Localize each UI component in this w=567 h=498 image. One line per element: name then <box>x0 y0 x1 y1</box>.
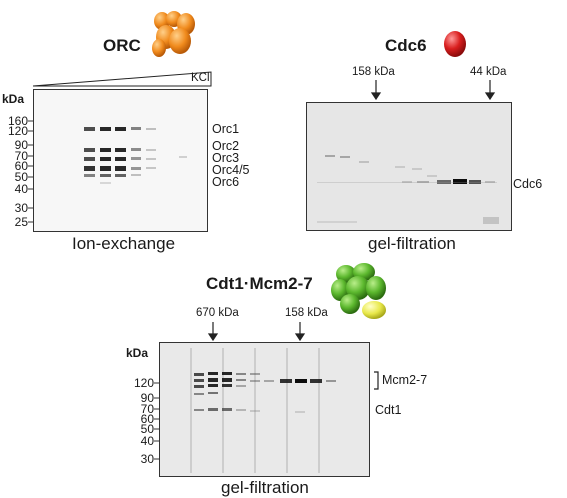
cdt1-size-marker: 158 kDa <box>285 307 328 319</box>
cdc6-gel-image <box>306 102 512 231</box>
kcl-label: KCl <box>191 72 210 84</box>
orc-caption: Ion-exchange <box>72 234 176 253</box>
cdc6-size-marker: 158 kDa <box>352 66 395 78</box>
orc-mw-marker: 50 <box>14 170 28 184</box>
cdt1-caption: gel-filtration <box>221 478 309 497</box>
orc-mw-marker: 70 <box>14 149 28 163</box>
orc-mw-marker: 30 <box>14 201 28 215</box>
cdc6-caption: gel-filtration <box>368 234 456 253</box>
mcm-complex-icon <box>331 263 386 319</box>
orc-mw-ticks <box>28 120 34 223</box>
cdc6-marker-arrows <box>370 80 496 101</box>
orc-band-label: Orc3 <box>212 151 240 165</box>
cdc6-title: Cdc6 <box>385 36 427 55</box>
orc-band-label: Orc1 <box>212 122 240 136</box>
mcm-bracket <box>374 371 379 390</box>
orc-title: ORC <box>103 36 141 55</box>
cdt1-mw-marker: 40 <box>140 434 154 448</box>
cdt1-band-label: Cdt1 <box>375 403 402 417</box>
cdt1-kda-unit: kDa <box>126 346 149 360</box>
cdc6-size-marker: 44 kDa <box>470 66 507 78</box>
cdc6-protein-icon <box>444 31 466 57</box>
orc-mw-marker: 160 <box>7 114 28 128</box>
cdt1-mw-marker: 60 <box>140 412 154 426</box>
cdt1-band-label: Mcm2-7 <box>382 373 428 387</box>
orc-gel-image <box>33 89 208 232</box>
orc-gel-bands <box>84 127 187 184</box>
kcl-gradient-wedge <box>32 71 212 87</box>
orc-mw-marker: 60 <box>14 159 28 173</box>
orc-kda-unit: kDa <box>2 92 25 106</box>
orc-band-label: Orc4/5 <box>212 163 250 177</box>
cdt1-mw-marker: 90 <box>140 391 154 405</box>
cdt1-mw-ticks <box>154 382 160 460</box>
cdt1-mw-marker: 120 <box>133 376 154 390</box>
cdt1-mw-marker: 30 <box>140 452 154 466</box>
orc-mw-marker: 25 <box>14 215 28 229</box>
orc-complex-icon <box>152 11 195 57</box>
cdt1-marker-arrows <box>207 322 306 342</box>
orc-band-label: Orc2 <box>212 139 240 153</box>
orc-mw-marker: 120 <box>7 124 28 138</box>
orc-band-label: Orc6 <box>212 175 240 189</box>
cdt1-mcm-title: Cdt1·Mcm2-7 <box>206 274 313 293</box>
cdt1-size-marker: 670 kDa <box>196 307 239 319</box>
cdc6-band-label: Cdc6 <box>513 177 543 191</box>
cdt1-gel-bands <box>190 348 336 473</box>
cdt1-gel-image <box>159 342 370 477</box>
cdt1-mw-marker: 50 <box>140 422 154 436</box>
orc-mw-marker: 90 <box>14 138 28 152</box>
cdt1-mw-marker: 70 <box>140 402 154 416</box>
cdc6-gel-bands <box>317 155 499 224</box>
orc-mw-marker: 40 <box>14 182 28 196</box>
